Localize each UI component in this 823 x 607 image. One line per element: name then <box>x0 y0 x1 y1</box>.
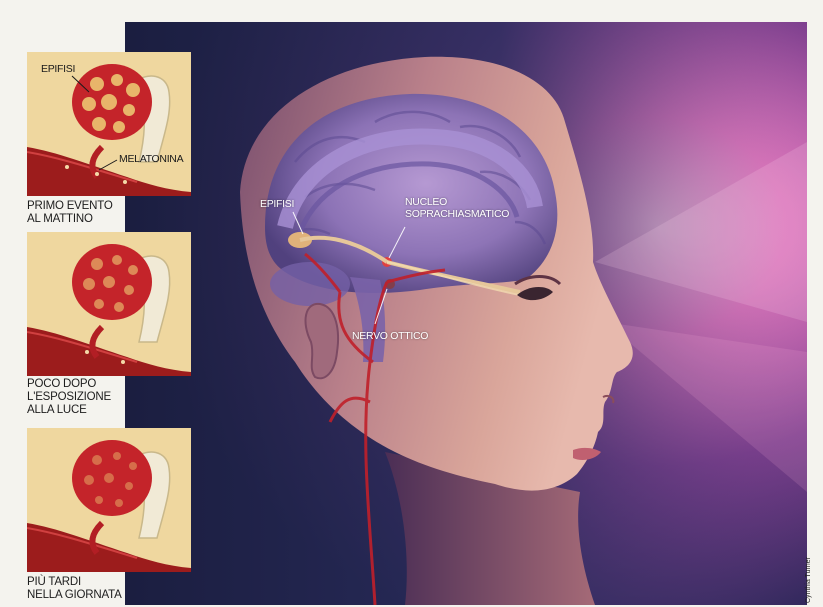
pineal-gland-drawing <box>27 428 191 572</box>
pineal-gland-drawing <box>27 232 191 376</box>
caption-line: POCO DOPO <box>27 378 137 391</box>
label-nervo-ottico: NERVO OTTICO <box>352 330 428 342</box>
caption-line: AL MATTINO <box>27 213 137 226</box>
caption-line: PIÙ TARDI <box>27 576 137 589</box>
label-epifisi-main: EPIFISI <box>260 198 294 210</box>
caption-line: PRIMO EVENTO <box>27 200 137 213</box>
panel-caption-2: POCO DOPO L'ESPOSIZIONE ALLA LUCE <box>27 378 137 417</box>
panel-label-melatonina: MELATONINA <box>119 153 183 165</box>
caption-line: L'ESPOSIZIONE <box>27 391 137 404</box>
credit-text: Cynthia Turner <box>805 557 812 603</box>
label-nucleo: NUCLEO <box>405 196 447 208</box>
head-profile-illustration <box>125 22 807 605</box>
main-illustration <box>125 22 807 605</box>
caption-line: ALLA LUCE <box>27 404 137 417</box>
label-soprachiasmatico: SOPRACHIASMATICO <box>405 208 509 220</box>
panel-poco-dopo <box>27 232 191 376</box>
illustrator-credit: Cynthia Turner <box>805 545 819 605</box>
panel-caption-3: PIÙ TARDI NELLA GIORNATA <box>27 576 137 602</box>
panel-piu-tardi <box>27 428 191 572</box>
panel-label-epifisi: EPIFISI <box>41 63 75 75</box>
panel-caption-1: PRIMO EVENTO AL MATTINO <box>27 200 137 226</box>
caption-line: NELLA GIORNATA <box>27 589 137 602</box>
